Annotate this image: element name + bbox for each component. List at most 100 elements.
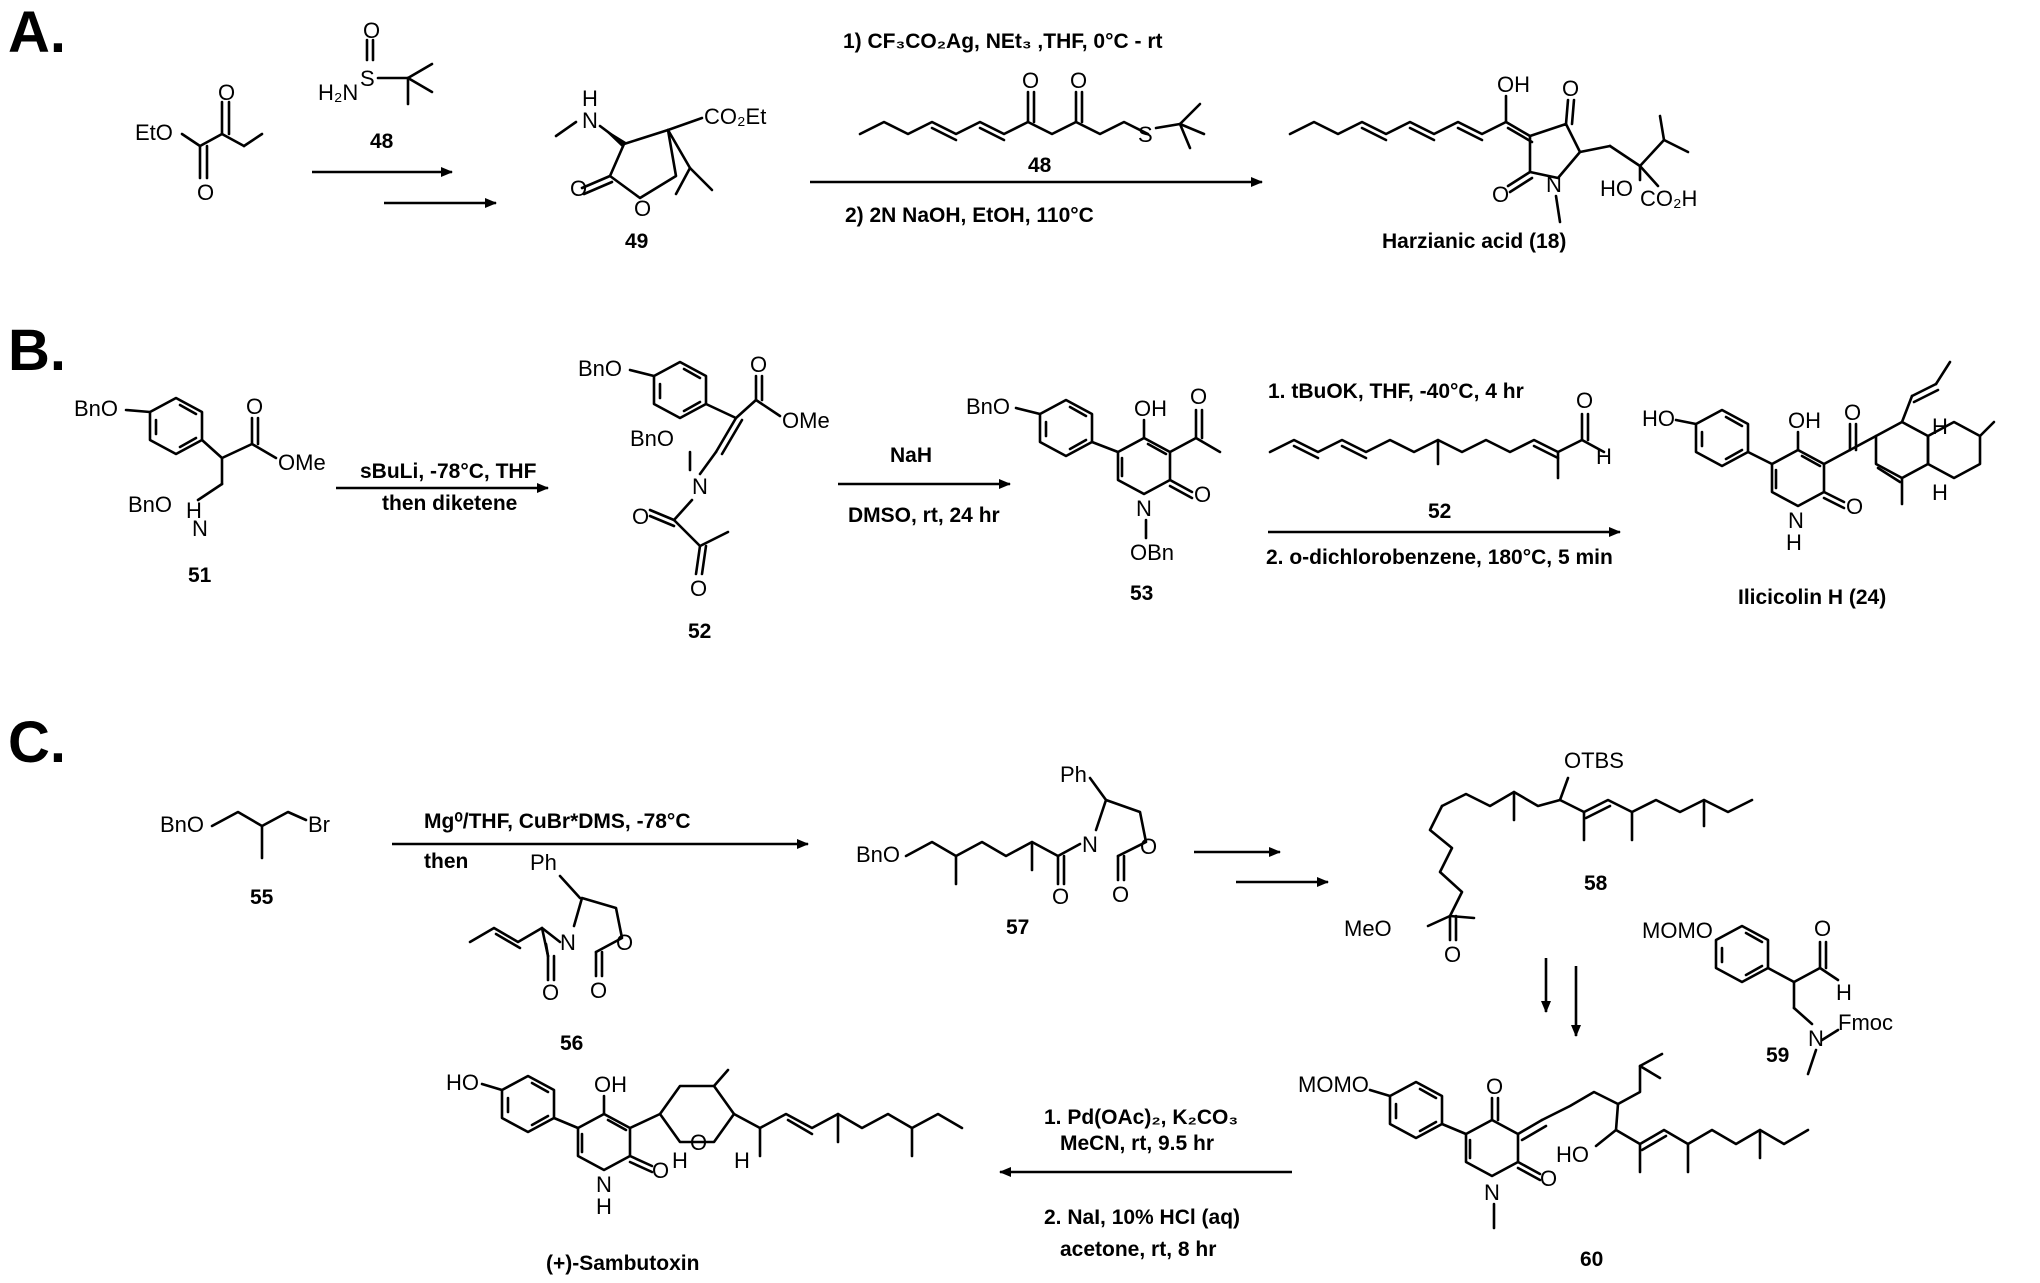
compound-51-number: 51 (188, 564, 212, 587)
svg-text:N: N (1136, 496, 1152, 521)
svg-text:H: H (1836, 980, 1852, 1005)
svg-text:H: H (1786, 530, 1802, 555)
svg-text:Fmoc: Fmoc (1838, 1010, 1893, 1035)
svg-text:S: S (360, 66, 375, 91)
svg-text:BnO: BnO (74, 396, 118, 421)
c-condition-2d: acetone, rt, 8 hr (1060, 1238, 1216, 1261)
panel-c-label: C. (8, 710, 66, 775)
b-condition-1b: then diketene (382, 492, 517, 515)
svg-text:O: O (690, 576, 707, 601)
svg-text:OMe: OMe (782, 408, 830, 433)
svg-text:O: O (652, 1158, 669, 1183)
svg-text:N: N (1082, 832, 1098, 857)
svg-text:O: O (1194, 482, 1211, 507)
svg-text:O: O (1576, 388, 1593, 413)
compound-60-number: 60 (1580, 1248, 1603, 1271)
ilicicolin-h-name: Ilicicolin H (24) (1738, 586, 1886, 609)
svg-text:O: O (246, 394, 263, 419)
compound-60: MOMO O O N HO 60 (1298, 1052, 1810, 1271)
svg-text:Ph: Ph (530, 850, 557, 875)
svg-text:O: O (1562, 76, 1579, 101)
svg-text:O: O (1444, 942, 1461, 967)
svg-text:H: H (1932, 414, 1948, 439)
compound-48-number: 48 (370, 130, 394, 153)
svg-text:HO: HO (1556, 1142, 1589, 1167)
svg-text:N: N (1808, 1026, 1824, 1051)
svg-text:OBn: OBn (1130, 540, 1174, 565)
svg-text:OH: OH (1788, 408, 1821, 433)
svg-text:OTBS: OTBS (1564, 748, 1624, 773)
svg-text:H₂N: H₂N (318, 80, 358, 105)
svg-text:O: O (1540, 1166, 1557, 1191)
b-reagent-aldehyde-52: O H (1268, 388, 1612, 480)
svg-text:N: N (692, 474, 708, 499)
svg-text:N: N (596, 1172, 612, 1197)
svg-text:BnO: BnO (160, 812, 204, 837)
svg-text:CO₂H: CO₂H (1640, 186, 1697, 211)
a-condition-reagent-number: 48 (1028, 154, 1052, 177)
svg-text:O: O (197, 180, 214, 205)
svg-text:O: O (1844, 400, 1861, 425)
compound-49-number: 49 (625, 230, 648, 253)
compound-52-number: 52 (688, 620, 711, 643)
a-reagent-thioester: O O S (858, 68, 1206, 150)
svg-text:N: N (1484, 1180, 1500, 1205)
b-condition-1: sBuLi, -78°C, THF (360, 460, 537, 483)
harzianic-acid: OH O O N HO CO₂H (1288, 72, 1697, 224)
svg-text:O: O (1814, 916, 1831, 941)
ilicicolin-h: HO OH O N H O H H (1642, 360, 1996, 555)
compound-56: Ph N O O O 56 (468, 850, 633, 1055)
svg-text:O: O (750, 352, 767, 377)
svg-text:MOMO: MOMO (1298, 1072, 1369, 1097)
svg-text:O: O (363, 18, 380, 43)
svg-text:N: N (1788, 508, 1804, 533)
panel-b-label: B. (8, 318, 66, 383)
sambutoxin: HO OH O N H O H H (446, 1068, 964, 1219)
svg-text:O: O (570, 176, 587, 201)
compound-56-number: 56 (560, 1032, 583, 1055)
svg-text:O: O (1022, 68, 1039, 93)
b-condition-reagent-number: 52 (1428, 500, 1451, 523)
a-condition-1: 1) CF₃CO₂Ag, NEt₃ ,THF, 0°C - rt (843, 30, 1162, 53)
sambutoxin-name: (+)-Sambutoxin (546, 1252, 699, 1275)
compound-58-number: 58 (1584, 872, 1608, 895)
b-condition-3a: 1. tBuOK, THF, -40°C, 4 hr (1268, 380, 1524, 403)
svg-text:MeO: MeO (1344, 916, 1392, 941)
compound-52: BnO O OMe BnO N O O 52 (578, 352, 830, 643)
compound-53-number: 53 (1130, 582, 1153, 605)
svg-text:HO: HO (1642, 406, 1675, 431)
svg-text:O: O (542, 980, 559, 1005)
compound-55-number: 55 (250, 886, 274, 909)
svg-text:O: O (1486, 1074, 1503, 1099)
compound-59: MOMO O H N Fmoc 59 (1642, 916, 1893, 1076)
svg-text:S: S (1138, 122, 1153, 147)
svg-text:O: O (218, 80, 235, 105)
svg-text:N: N (1546, 172, 1562, 197)
compound-53: BnO OH O O N OBn 53 (966, 384, 1222, 605)
b-condition-2: NaH (890, 444, 932, 467)
svg-text:O: O (1190, 384, 1207, 409)
svg-text:OH: OH (1134, 396, 1167, 421)
svg-text:Br: Br (308, 812, 330, 837)
c-condition-1a: Mg⁰/THF, CuBr*DMS, -78°C (424, 810, 691, 833)
svg-text:H: H (582, 86, 598, 111)
svg-text:O: O (1112, 882, 1129, 907)
svg-text:Ph: Ph (1060, 762, 1087, 787)
svg-text:O: O (1140, 834, 1157, 859)
c-condition-1b: then (424, 850, 468, 873)
svg-text:BnO: BnO (578, 356, 622, 381)
compound-51: BnO O OMe BnO N H 51 (74, 394, 326, 587)
svg-text:N: N (192, 516, 208, 541)
svg-text:O: O (690, 1130, 707, 1155)
b-condition-3b: 2. o-dichlorobenzene, 180°C, 5 min (1266, 546, 1613, 569)
svg-text:H: H (672, 1148, 688, 1173)
svg-text:BnO: BnO (966, 394, 1010, 419)
svg-text:O: O (590, 978, 607, 1003)
compound-58: OTBS O MeO 58 (1344, 748, 1754, 967)
svg-text:BnO: BnO (630, 426, 674, 451)
svg-text:BnO: BnO (856, 842, 900, 867)
svg-text:OH: OH (1497, 72, 1530, 97)
svg-text:O: O (1052, 884, 1069, 909)
svg-text:H: H (186, 498, 202, 523)
svg-text:H: H (1932, 480, 1948, 505)
